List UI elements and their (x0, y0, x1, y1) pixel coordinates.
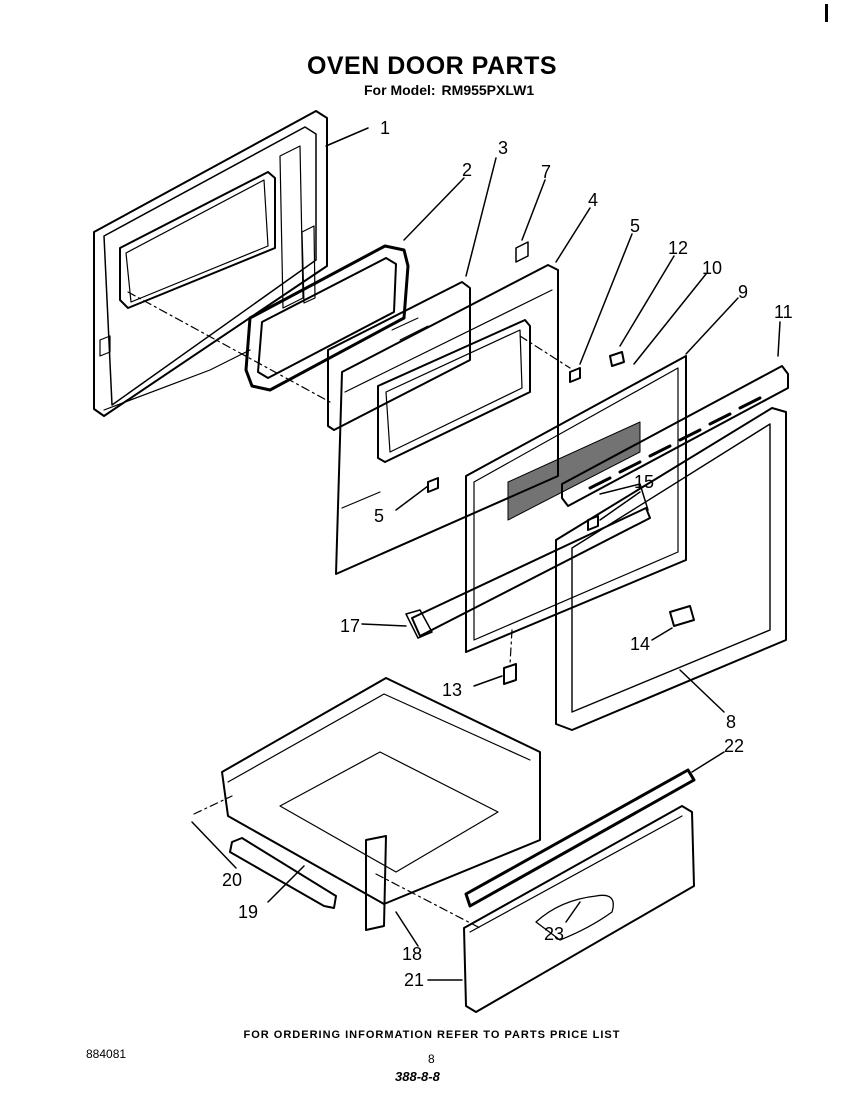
model-label: For Model: (364, 82, 436, 98)
callout-23: 23 (544, 924, 564, 944)
callout-8: 8 (726, 712, 736, 732)
model-subtitle: For Model: RM955PXLW1 (364, 82, 540, 98)
ordering-info-note: FOR ORDERING INFORMATION REFER TO PARTS … (243, 1029, 621, 1041)
part-hinge-bar (405, 483, 651, 639)
model-number: RM955PXLW1 (441, 82, 535, 98)
part-drawer-trim (464, 768, 696, 908)
page-title: OVEN DOOR PARTS (306, 52, 558, 80)
scan-edge-mark (825, 4, 828, 22)
part-drawer-front-panel (463, 805, 695, 1013)
part-door-gasket (244, 244, 410, 392)
part-door-frame (555, 407, 787, 731)
part-small-fasteners (427, 351, 695, 685)
callout-14: 14 (630, 634, 650, 654)
callout-9: 9 (738, 282, 748, 302)
callout-2: 2 (462, 160, 472, 180)
page-code: 388-8-8 (395, 1069, 440, 1084)
part-window-pack (465, 355, 687, 653)
callout-4: 4 (588, 190, 598, 210)
callout-1: 1 (380, 118, 390, 138)
part-outer-door-panel (93, 110, 328, 417)
part-drawer-rail (229, 837, 337, 909)
callout-10: 10 (702, 258, 722, 278)
callout-11: 11 (774, 302, 793, 322)
part-inner-door-liner (335, 241, 559, 575)
callout-5-upper: 5 (630, 216, 640, 236)
part-inner-glass (327, 281, 471, 431)
alignment-lines (127, 291, 571, 929)
callout-7: 7 (541, 162, 551, 182)
callout-19: 19 (238, 902, 258, 922)
callout-17: 17 (340, 616, 360, 636)
callout-3: 3 (498, 138, 508, 158)
page-number: 8 (428, 1052, 435, 1066)
callout-13: 13 (442, 680, 462, 700)
callout-5-lower: 5 (374, 506, 384, 526)
callout-20: 20 (222, 870, 242, 890)
callout-21: 21 (404, 970, 424, 990)
part-storage-drawer (221, 677, 541, 931)
callout-18: 18 (402, 944, 422, 964)
callout-12: 12 (668, 238, 688, 258)
part-vent-channel (561, 365, 789, 507)
callout-labels: 1 2 3 7 4 5 12 10 9 11 15 5 17 14 13 8 2… (222, 118, 793, 990)
callout-15: 15 (634, 472, 654, 492)
document-number: 884081 (86, 1047, 127, 1061)
leader-lines (191, 127, 781, 981)
callout-22: 22 (724, 736, 744, 756)
